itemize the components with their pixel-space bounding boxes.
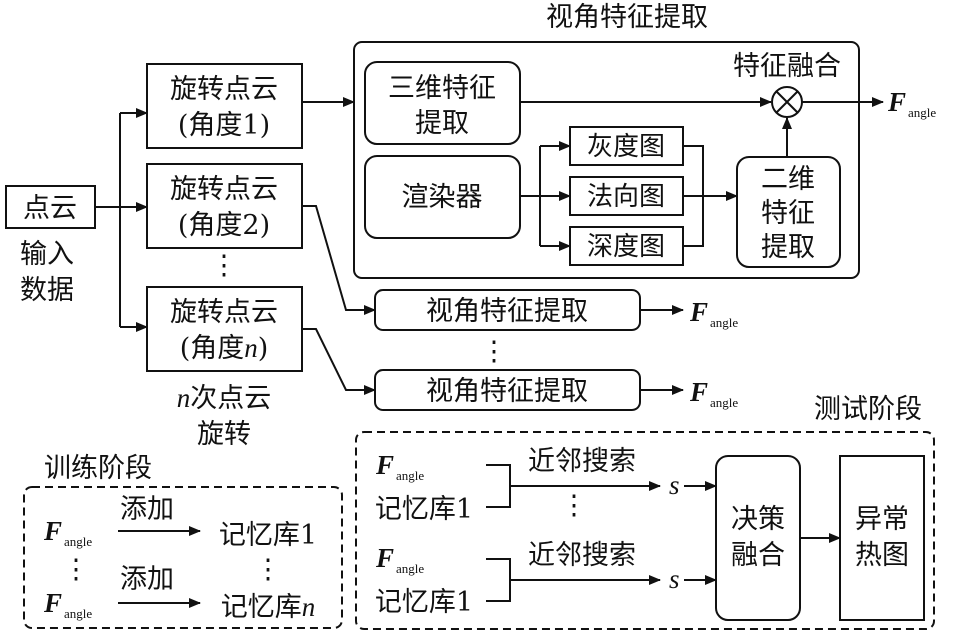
train-add-label-n: 添加: [120, 564, 174, 595]
feat2d-line1: 二维: [761, 164, 815, 195]
test-container: [355, 431, 935, 630]
view-row-vdots: ⋮: [481, 336, 508, 367]
input-box-label: 点云: [23, 193, 77, 224]
anomaly-heatmap-box: [839, 455, 925, 621]
train-container: [23, 486, 343, 629]
input-caption-line1: 输入: [20, 239, 74, 270]
rotation-caption-line1: n次点云: [177, 383, 272, 414]
test-bracket-2: [486, 558, 511, 602]
train-title: 训练阶段: [44, 453, 152, 484]
train-vdots-right: ⋮: [255, 554, 282, 585]
test-score-s-2: s: [669, 564, 680, 594]
input-point-cloud-box: [5, 185, 96, 229]
feat2d-box: [736, 156, 841, 268]
rotation-n-line1: 旋转点云: [170, 297, 278, 328]
feat3d-line2: 提取: [415, 108, 469, 139]
gray-map-label: 灰度图: [587, 132, 665, 162]
decision-fusion-box: [715, 455, 801, 621]
normal-map-label: 法向图: [587, 182, 665, 212]
view-row-1-label: 视角特征提取: [426, 296, 588, 327]
feat2d-line3: 提取: [761, 232, 815, 263]
feature-fusion-label: 特征融合: [733, 51, 841, 82]
depth-map-label: 深度图: [587, 232, 665, 262]
input-caption-line2: 数据: [20, 275, 74, 306]
rotation-2-line2: (角度2): [178, 210, 270, 241]
train-memory-n: 记忆库n: [221, 592, 316, 623]
rotation-caption-line2: 旋转: [197, 419, 251, 450]
rotation-1-line2: (角度1): [178, 110, 270, 141]
train-memory-1: 记忆库1: [219, 520, 317, 551]
rotation-vdots: ⋮: [211, 250, 238, 281]
test-bracket-1: [486, 464, 511, 508]
normal-map-box: [569, 176, 684, 216]
arrow-rotationn-to-view-row: [302, 328, 376, 395]
renderer-label: 渲染器: [402, 182, 483, 213]
rotation-1-line1: 旋转点云: [170, 74, 278, 105]
view-row-2-label: 视角特征提取: [426, 376, 588, 407]
train-vdots-left: ⋮: [63, 554, 90, 585]
test-memory-1: 记忆库1: [375, 494, 473, 525]
arrow-rotation2-to-view-row: [302, 205, 376, 315]
test-title: 测试阶段: [814, 394, 922, 425]
anomaly-line2: 热图: [855, 540, 909, 571]
feat3d-line1: 三维特征: [388, 73, 496, 104]
decision-line2: 融合: [731, 540, 785, 571]
test-memory-2: 记忆库1: [375, 587, 473, 618]
rotation-n-line2: (角度n): [180, 333, 269, 364]
train-add-label-1: 添加: [120, 494, 174, 525]
anomaly-line1: 异常: [855, 504, 909, 535]
view-feature-title: 视角特征提取: [546, 2, 708, 33]
rotation-2-line1: 旋转点云: [170, 174, 278, 205]
feat2d-line2: 特征: [761, 198, 815, 229]
rotation-box-2: [146, 163, 303, 249]
test-search-label-2: 近邻搜索: [528, 540, 636, 571]
test-vdots: ⋮: [561, 490, 588, 521]
test-search-label-1: 近邻搜索: [528, 446, 636, 477]
rotation-box-1: [146, 63, 303, 149]
fusion-otimes-icon: [771, 86, 803, 118]
decision-line1: 决策: [731, 504, 785, 535]
test-score-s-1: s: [669, 470, 680, 500]
